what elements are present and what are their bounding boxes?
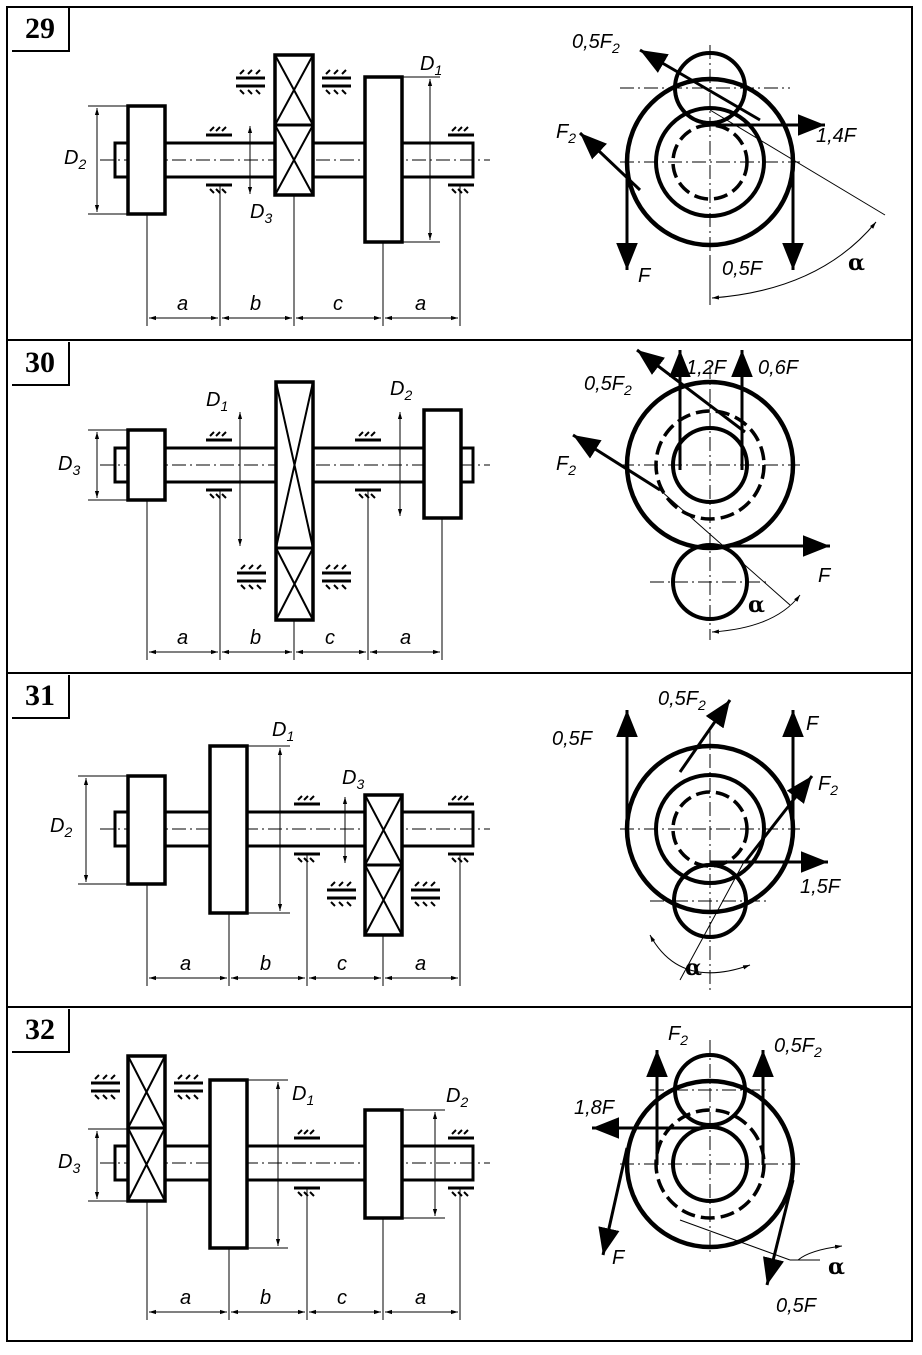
force-f: F: [818, 565, 832, 587]
force-scheme-29: [578, 45, 886, 305]
dim-a2: a: [400, 627, 411, 649]
dim-a2: a: [415, 953, 426, 975]
pulley-d2-32: [363, 1108, 404, 1220]
shaft-31: [100, 810, 490, 848]
dim-c: c: [325, 627, 335, 649]
dim-c: c: [337, 953, 347, 975]
dim-b: b: [260, 953, 271, 975]
gear-d3-29: [273, 53, 315, 197]
dim-c: c: [333, 293, 343, 315]
force-half-f: 0,5F: [776, 1295, 818, 1317]
dimension-lines-30: [88, 412, 443, 660]
pulley-d1-29: [363, 75, 404, 244]
dim-b: b: [250, 627, 261, 649]
force-scheme-31: [616, 699, 828, 990]
pulley-d2-30: [422, 408, 463, 520]
pulley-d1-31: [208, 744, 249, 915]
force-f2: F2: [556, 121, 576, 146]
variant-32: D3 D1 D2 a b c a F2 0,5F2 1,8F F: [58, 1023, 845, 1320]
variant-30: D3 D1 D2 a b c a 0,5F2 1,2F 0,6F F2 F α: [58, 348, 832, 660]
dimension-lines-32: [88, 1079, 461, 1320]
angle-alpha: α: [828, 1254, 845, 1280]
label-d3: D3: [58, 453, 80, 478]
label-d1: D1: [292, 1083, 314, 1108]
pulley-d2-29: [126, 104, 167, 216]
dim-a2: a: [415, 293, 426, 315]
force-k: 1,5F: [800, 876, 842, 898]
gear-d1-30: [274, 380, 315, 622]
dim-c: c: [337, 1287, 347, 1309]
force-f: F: [638, 265, 652, 287]
variant-number: 32: [12, 1009, 70, 1053]
variant-29: D2 D3 D1 a b c a 0,5F2 F2 1,4F F: [64, 31, 886, 326]
label-d3: D3: [342, 767, 364, 792]
force-f2: F2: [818, 773, 838, 798]
label-d1: D1: [206, 389, 228, 414]
force-half-f: 0,5F: [722, 258, 764, 280]
pulley-d3-30: [126, 428, 167, 502]
variant-number: 29: [12, 8, 70, 52]
force-half-f2: 0,5F2: [572, 31, 620, 56]
variant-number: 31: [12, 675, 70, 719]
dim-a: a: [180, 953, 191, 975]
pulley-d2-31: [126, 774, 167, 886]
label-d1: D1: [420, 53, 442, 78]
force-f2: F2: [668, 1023, 688, 1048]
bearing-symbols-32: [91, 1074, 474, 1197]
label-d2: D2: [446, 1085, 468, 1110]
bearing-symbols-29: [206, 69, 474, 194]
angle-alpha: α: [848, 250, 865, 276]
dim-a: a: [177, 627, 188, 649]
force-half-f2: 0,5F2: [584, 373, 632, 398]
label-d3: D3: [58, 1151, 80, 1176]
label-d1: D1: [272, 719, 294, 744]
dimension-lines-29: [88, 76, 461, 326]
label-d2: D2: [50, 815, 72, 840]
force-k: 1,4F: [816, 125, 858, 147]
label-d3: D3: [250, 201, 272, 226]
gear-d3-31: [363, 793, 404, 937]
force-half-f: 0,5F: [552, 728, 594, 750]
force-half-f2: 0,5F2: [658, 688, 706, 713]
shaft-32: [100, 1144, 490, 1182]
label-d2: D2: [64, 147, 86, 172]
dimension-lines-31: [78, 745, 461, 986]
dim-b: b: [250, 293, 261, 315]
force-scheme-32: [592, 1040, 843, 1286]
force-f: F: [612, 1247, 626, 1269]
variant-31: D2 D1 D3 a b c a 0,5F 0,5F2 F F2 1,5F: [50, 688, 842, 990]
dim-b: b: [260, 1287, 271, 1309]
force-k2: 0,6F: [758, 357, 800, 379]
pulley-d1-32: [208, 1078, 249, 1250]
force-f2: F2: [556, 453, 576, 478]
force-f: F: [806, 713, 820, 735]
dim-a2: a: [415, 1287, 426, 1309]
angle-alpha: α: [748, 592, 765, 618]
gear-d3-32: [126, 1054, 167, 1203]
dim-a: a: [177, 293, 188, 315]
force-k: 1,8F: [574, 1097, 616, 1119]
label-d2: D2: [390, 378, 412, 403]
force-k: 1,2F: [686, 357, 728, 379]
force-scheme-30: [572, 348, 830, 640]
angle-alpha: α: [685, 955, 702, 981]
force-half-f2: 0,5F2: [774, 1035, 822, 1060]
dim-a: a: [180, 1287, 191, 1309]
variant-number: 30: [12, 342, 70, 386]
